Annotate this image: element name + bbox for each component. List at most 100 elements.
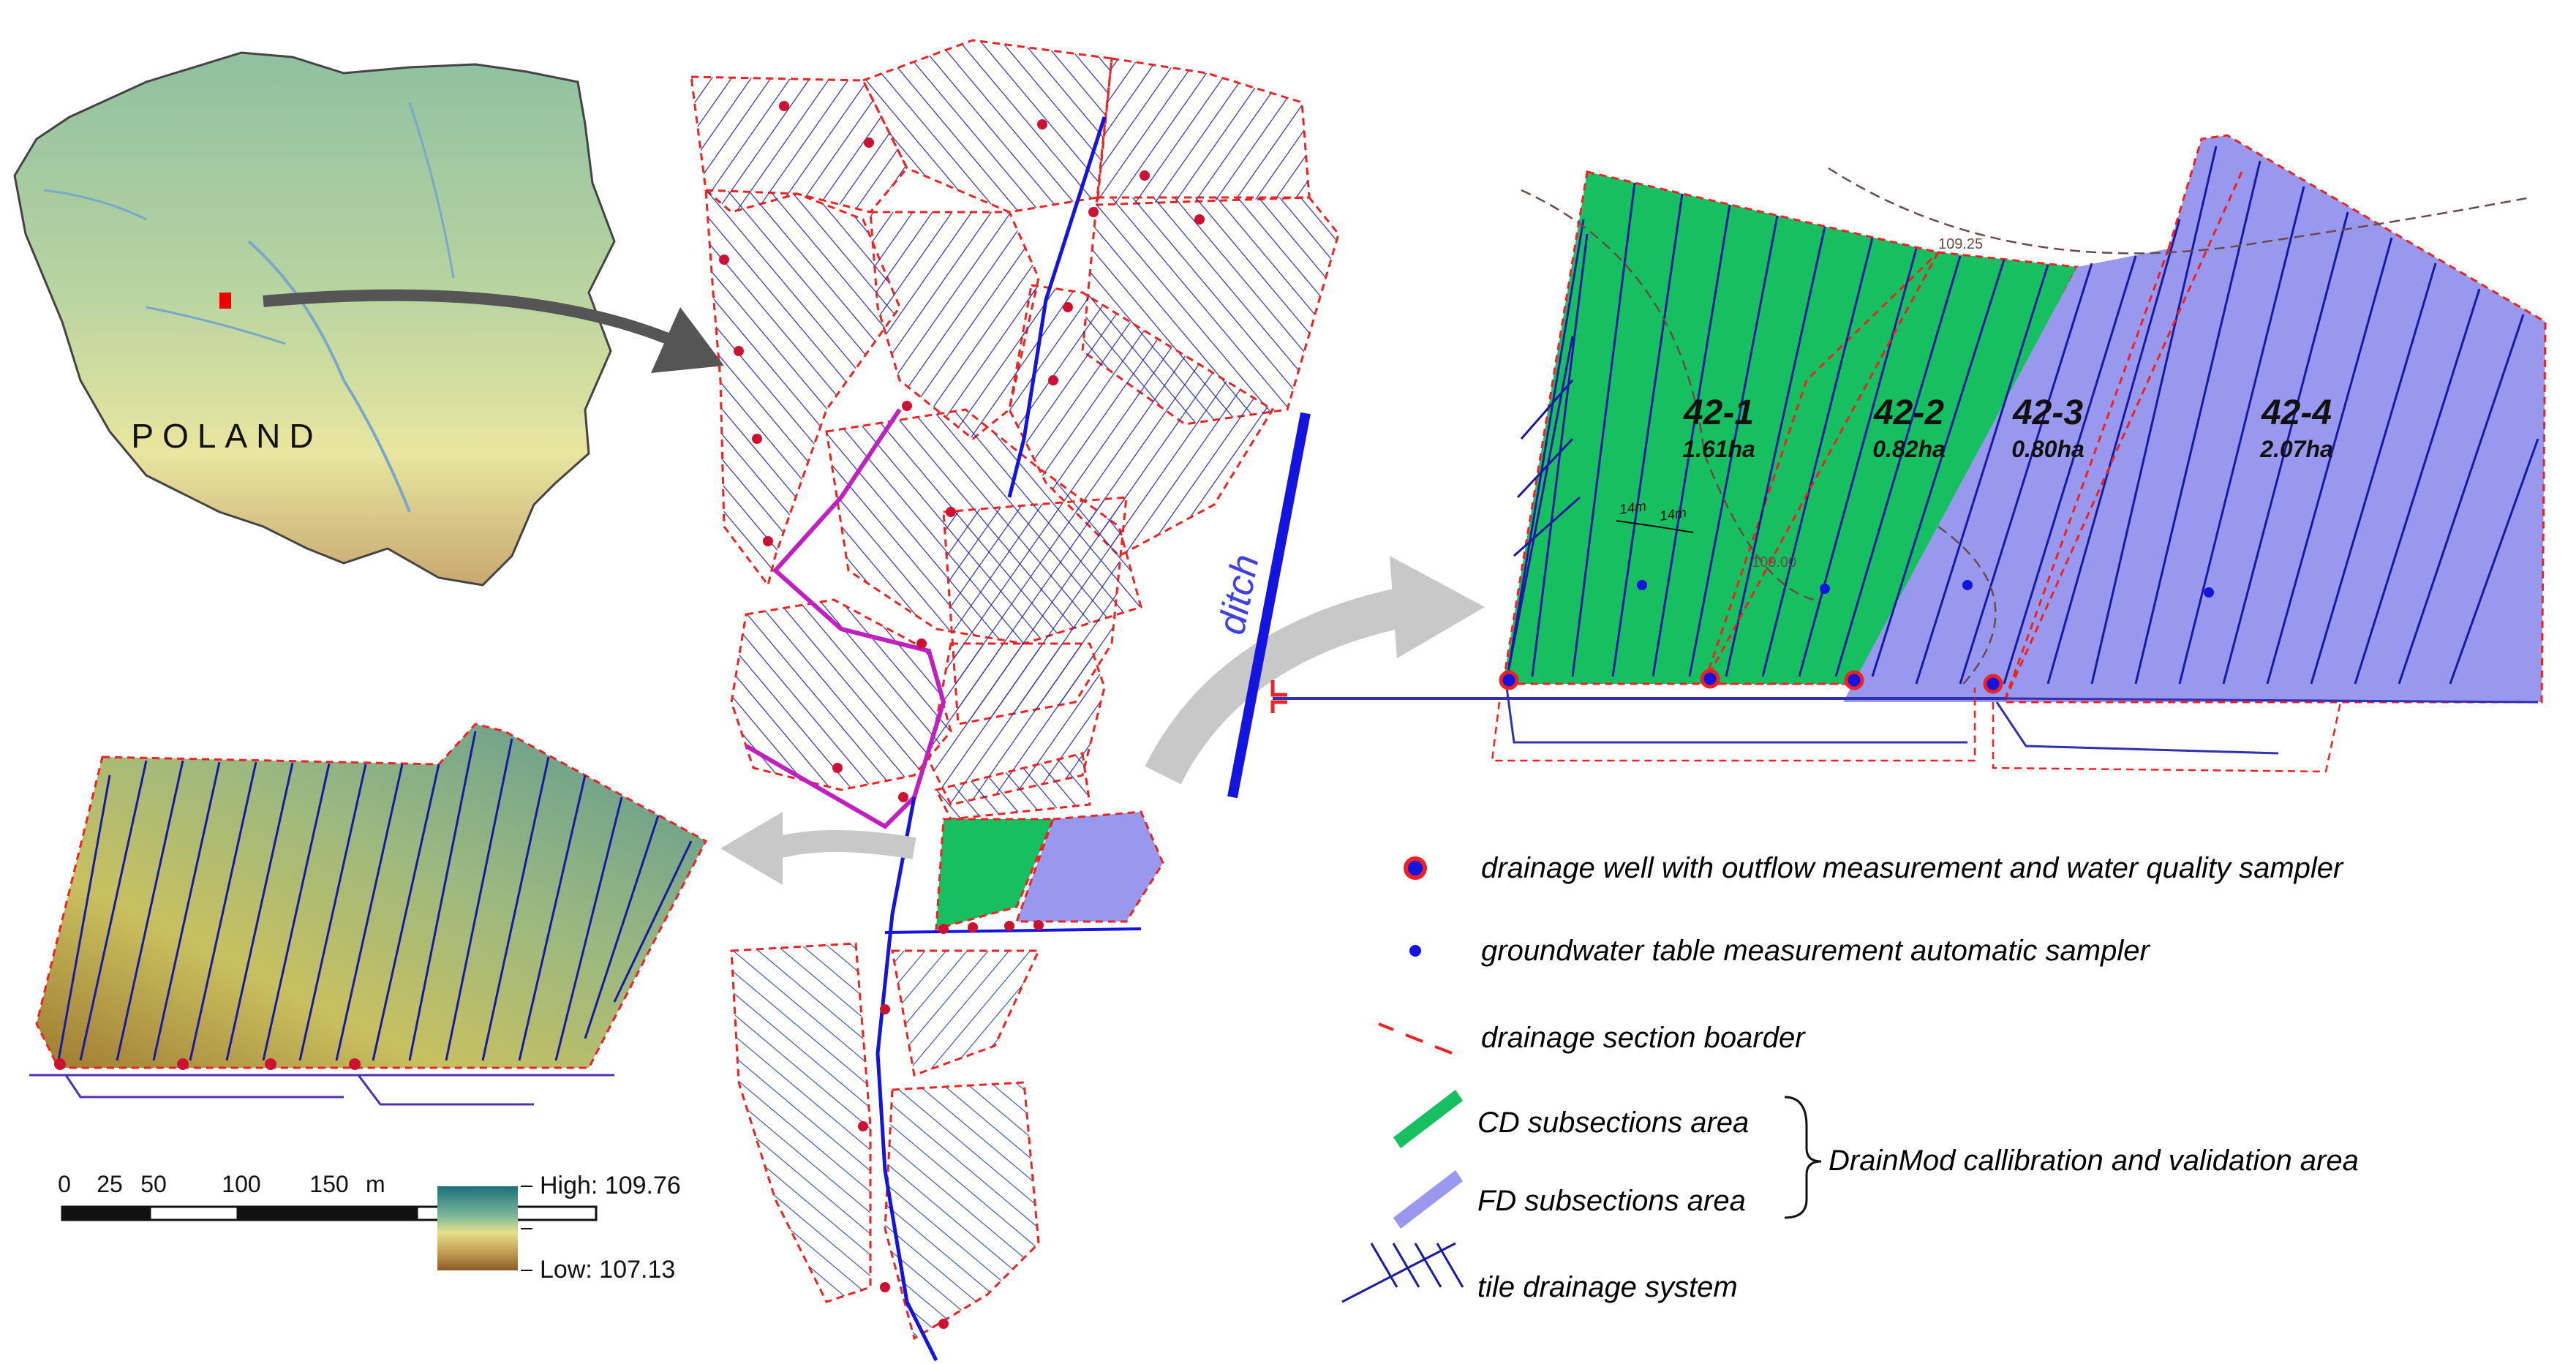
arrow-to-detail: [1145, 587, 1409, 785]
field-lower-mid: [891, 949, 1041, 1077]
legend-groundwater: groundwater table measurement automatic …: [1481, 935, 2150, 967]
scale-tick: 150: [309, 1171, 348, 1197]
section-area-42-3: 0.80ha: [2011, 436, 2084, 462]
scale-frame: [61, 1205, 598, 1221]
river: [247, 240, 411, 513]
border-lower: [1491, 687, 1976, 762]
arrow-head: [651, 307, 724, 373]
contour-label: 109.00: [1752, 554, 1796, 570]
fd-block-small: [1014, 810, 1164, 923]
magenta-collector: [745, 408, 946, 829]
field-lower-left: [730, 942, 872, 1303]
section-id-42-3: 42-3: [2012, 393, 2083, 432]
field-upper-mid: [861, 39, 1113, 214]
dem-sub-collector: [64, 1074, 344, 1099]
section-area-42-1: 1.61ha: [1682, 436, 1755, 462]
dem-inset: [29, 723, 708, 1106]
section-labels: 42-1 1.61ha 42-2 0.82ha 42-3 0.80ha 42-4…: [1682, 393, 2333, 462]
field-left-strip: [704, 189, 901, 588]
detail-sub-collector: [1505, 687, 1967, 744]
border-lower: [1992, 701, 2342, 773]
ditch-outlet-marker: [1270, 680, 1287, 713]
arrow-to-main-map: [263, 289, 683, 350]
detail-wells: [1499, 668, 2003, 694]
cd-block-small: [935, 818, 1055, 931]
section-42-3: [1843, 249, 2169, 702]
poland-inset: POLAND: [13, 51, 724, 587]
field-left-box: [730, 598, 952, 791]
dem-laterals: [57, 731, 693, 1061]
contour-line: [1521, 189, 1815, 601]
study-site-marker: [219, 293, 231, 309]
scale-tick: 25: [97, 1171, 123, 1197]
legend-tile: tile drainage system: [1477, 1271, 1738, 1303]
contour-line: [1828, 167, 2531, 255]
field-upper-right: [1096, 57, 1311, 206]
river: [146, 306, 286, 345]
divider-42-3-42-4: [2003, 171, 2243, 703]
country-label: POLAND: [131, 417, 322, 455]
legend-border-icon: [1378, 1022, 1453, 1055]
section-42-2: [1702, 251, 2079, 685]
field-lower-right: [884, 1081, 1040, 1341]
poland-outline: [13, 51, 616, 587]
map-legend: drainage well with outflow measurement a…: [1341, 852, 2359, 1303]
groundwater-points: [1637, 580, 2214, 598]
main-map-wells: [719, 101, 1205, 1329]
main-drainage-map: [690, 39, 1340, 1362]
arrow-to-dem: [772, 830, 916, 859]
section-id-42-4: 42-4: [2261, 393, 2332, 432]
detail-map: 109.25 109.00 14m 14m 42-1 1.61ha 42-2: [1273, 134, 2547, 773]
divider-42-1-42-2: [1703, 252, 1940, 685]
detail-collector-42-4: [2003, 697, 2539, 704]
scale-unit: m: [366, 1171, 385, 1197]
south-collector: [875, 796, 938, 1362]
detail-branches: [1505, 336, 1581, 681]
section-area-42-4: 2.07ha: [2259, 436, 2333, 462]
legend-border: drainage section boarder: [1481, 1022, 1806, 1054]
legend-groundwater-icon: [1409, 945, 1421, 957]
cd-collector: [884, 927, 1142, 934]
section-id-42-2: 42-2: [1873, 393, 1944, 432]
elevation-ramp: [437, 1186, 518, 1270]
legend-tile-icon: [1341, 1242, 1464, 1303]
spacing-label: 14m: [1659, 505, 1688, 524]
river: [408, 102, 455, 279]
section-id-42-1: 42-1: [1683, 393, 1754, 432]
scale-tick: 50: [140, 1171, 167, 1197]
contour-line: [1937, 525, 1997, 688]
section-area-42-2: 0.82ha: [1872, 436, 1946, 462]
legend-cd-icon: [1393, 1090, 1463, 1148]
legend-cd: CD subsections area: [1477, 1107, 1749, 1139]
elevation-high: High: 109.76: [540, 1172, 681, 1199]
legend-brace-label: DrainMod callibration and validation are…: [1829, 1145, 2359, 1177]
spacing-label: 14m: [1619, 499, 1648, 518]
main-collector: [1007, 116, 1107, 498]
section-42-4: [2002, 134, 2547, 704]
scale-seg: [238, 1207, 417, 1220]
scale-tick: 0: [58, 1171, 71, 1197]
legend-brace: [1784, 1096, 1822, 1219]
dem-sub-collector: [357, 1074, 534, 1106]
ditch-label: ditch: [1210, 551, 1268, 638]
legend-well-icon: [1404, 856, 1427, 880]
elevation-legend: High: 109.76 Low: 107.13: [437, 1172, 681, 1284]
dem-wells: [54, 1058, 361, 1070]
legend-fd-icon: [1393, 1170, 1463, 1229]
arrow-to-dem-head: [720, 812, 783, 885]
field-mid-b: [1008, 284, 1275, 557]
arrow-to-detail-head: [1390, 556, 1485, 658]
legend-well: drainage well with outflow measurement a…: [1481, 852, 2344, 884]
contour-label: 109.25: [1938, 236, 1983, 252]
detail-sub-collector: [1995, 701, 2279, 755]
river: [43, 189, 147, 221]
field-mid-a: [869, 211, 1040, 440]
dem-area: [35, 723, 708, 1069]
scale-tick: 100: [222, 1171, 260, 1197]
elevation-low: Low: 107.13: [540, 1256, 675, 1284]
detail-laterals: [1505, 146, 2539, 685]
scale-seg: [148, 1205, 239, 1221]
ditch-line: [1227, 412, 1311, 799]
legend-fd: FD subsections area: [1477, 1185, 1746, 1217]
